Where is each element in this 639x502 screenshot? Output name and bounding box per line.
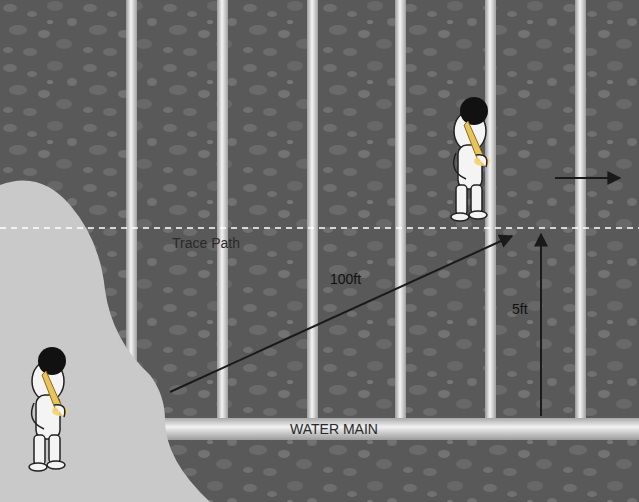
trace-path-label: Trace Path [172, 236, 240, 251]
distance-label: 100ft [330, 272, 361, 287]
pipe-label: WATER MAIN [290, 422, 378, 437]
depth-label: 5ft [512, 302, 528, 317]
